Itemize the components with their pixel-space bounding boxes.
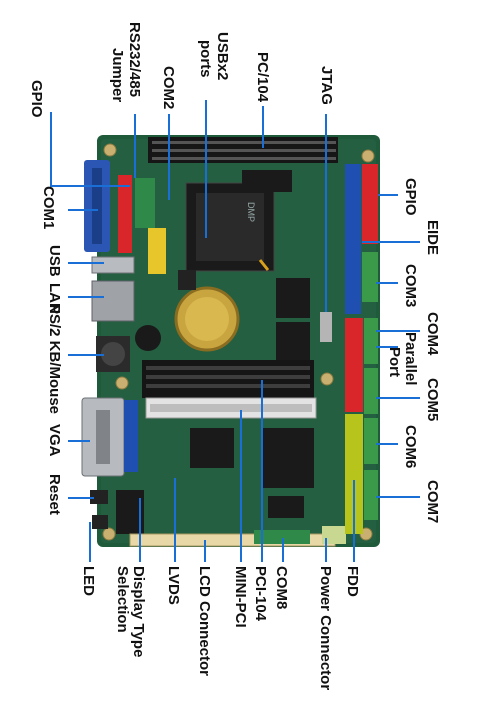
- com4-header: [364, 318, 378, 364]
- com2-header: [135, 178, 155, 228]
- leader-line: [50, 185, 130, 187]
- leader-line: [376, 496, 420, 498]
- label-pci-104: PCI-104: [252, 566, 269, 622]
- label-usbx2-2: ports: [197, 40, 214, 78]
- lvds-chip: [190, 428, 234, 468]
- label-parallel-1: Parallel: [402, 332, 419, 386]
- bios-chip: [242, 170, 292, 192]
- label-rs232-2: Jumper: [109, 48, 126, 103]
- label-led: LED: [80, 566, 97, 596]
- mount-hole: [103, 143, 117, 157]
- label-pc104: PC/104: [254, 52, 271, 103]
- leader-line: [325, 538, 327, 562]
- com8-header: [254, 530, 310, 544]
- label-com2: COM2: [160, 66, 177, 110]
- gpio-left-header: [118, 175, 132, 253]
- leader-line: [68, 354, 104, 356]
- leader-line: [325, 114, 327, 312]
- leader-line: [282, 538, 284, 562]
- leader-line: [204, 540, 206, 562]
- leader-line: [68, 262, 104, 264]
- power-connector: [322, 526, 346, 544]
- fdd-header: [345, 414, 363, 534]
- leader-line: [376, 397, 420, 399]
- label-fdd: FDD: [344, 566, 361, 597]
- label-mini-pci: MINI-PCI: [232, 566, 249, 628]
- label-ps2: PS/2 KB/Mouse: [46, 304, 63, 415]
- leader-line: [261, 380, 263, 562]
- small-chip: [268, 496, 304, 518]
- leader-line: [50, 112, 52, 185]
- eide-header: [345, 164, 361, 314]
- mount-hole: [361, 149, 375, 163]
- leader-line: [68, 209, 98, 211]
- dram-chip: [276, 278, 310, 318]
- leader-line: [376, 346, 398, 348]
- gpio-right-header: [362, 164, 378, 244]
- com5-header: [364, 368, 378, 414]
- leader-line: [262, 106, 264, 148]
- reset-switch: [90, 490, 108, 504]
- label-com6: COM6: [402, 425, 419, 469]
- com6-header: [364, 418, 378, 464]
- label-com7: COM7: [424, 480, 441, 524]
- label-vga: VGA: [46, 424, 63, 457]
- label-eide: EIDE: [424, 220, 441, 256]
- label-display-type-2: Selection: [114, 566, 131, 633]
- label-jtag: JTAG: [318, 66, 335, 105]
- parallel-port-header: [345, 318, 363, 412]
- dram-chip: [276, 322, 310, 362]
- label-gpio-left: GPIO: [28, 80, 45, 118]
- label-usb: USB: [46, 245, 63, 277]
- label-lvds: LVDS: [165, 566, 182, 605]
- leader-line: [376, 330, 420, 332]
- label-display-type-1: Display Type: [130, 566, 147, 658]
- leader-line: [378, 194, 398, 196]
- usbx2-header: [148, 228, 166, 274]
- leader-line: [240, 410, 242, 562]
- mount-hole: [102, 527, 116, 541]
- vga-header: [124, 400, 138, 472]
- leader-line: [174, 478, 176, 562]
- com3-header: [362, 252, 378, 302]
- leader-line: [68, 296, 104, 298]
- leader-line: [168, 114, 170, 200]
- label-lcd-connector: LCD Connector: [196, 566, 213, 676]
- mount-hole: [115, 376, 129, 390]
- lan-connector: [91, 280, 135, 322]
- label-gpio-right: GPIO: [402, 178, 419, 216]
- label-rs232-1: RS232/485: [126, 22, 143, 98]
- leader-line: [89, 522, 91, 562]
- leader-line: [376, 282, 398, 284]
- leader-line: [139, 498, 141, 562]
- mount-hole: [320, 372, 334, 386]
- jtag-header: [320, 312, 332, 342]
- leader-line: [68, 440, 90, 442]
- label-com3: COM3: [402, 264, 419, 308]
- label-com8: COM8: [273, 566, 290, 610]
- label-usbx2-1: USBx2: [214, 32, 231, 81]
- label-com5: COM5: [424, 378, 441, 422]
- inductor: [178, 270, 196, 290]
- leader-line: [205, 100, 207, 238]
- label-power-connector: Power Connector: [317, 566, 334, 691]
- leader-line: [353, 480, 355, 562]
- label-reset: Reset: [46, 474, 63, 515]
- leader-line: [376, 443, 398, 445]
- label-com1: COM1: [40, 186, 57, 230]
- usb-connector: [91, 256, 135, 274]
- buzzer: [135, 325, 161, 351]
- bridge-chip: [262, 428, 314, 488]
- label-parallel-2: Port: [386, 347, 403, 377]
- label-com4: COM4: [424, 312, 441, 356]
- chip-brand-text: DMP: [246, 202, 256, 222]
- leader-line: [134, 114, 136, 178]
- leader-line: [362, 241, 420, 243]
- leader-line: [68, 497, 94, 499]
- com7-header: [364, 470, 378, 520]
- led-header: [92, 515, 108, 529]
